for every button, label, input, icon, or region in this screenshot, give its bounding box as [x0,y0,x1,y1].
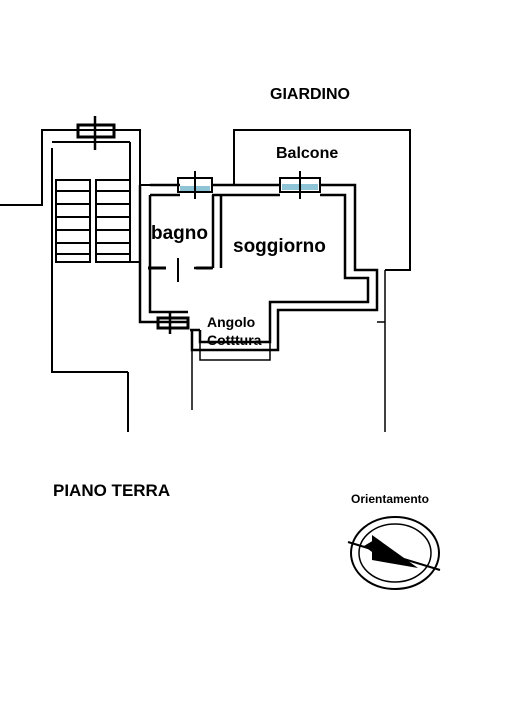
bathroom-door [148,258,212,282]
garden-label: GIARDINO [270,86,350,103]
lower-walls [191,270,386,432]
balcony-label: Balcone [276,145,339,162]
bathroom-window [177,171,213,199]
compass-icon [347,516,441,590]
bathroom-label: bagno [151,223,208,244]
balcony-window [279,171,321,199]
entrance-door [156,312,190,334]
balcony-outline [233,129,411,271]
stair-door [76,116,116,150]
orientation-label: Orientamento [351,492,430,506]
living-room-label: soggiorno [233,236,326,257]
stairwell [0,129,180,432]
floor-label: PIANO TERRA [53,481,171,500]
kitchenette-label: Angolo Cotttura [207,313,261,349]
kitchenette-label-line1: Angolo [207,314,256,330]
apartment-walls [138,183,379,352]
kitchenette-label-line2: Cotttura [207,332,262,348]
